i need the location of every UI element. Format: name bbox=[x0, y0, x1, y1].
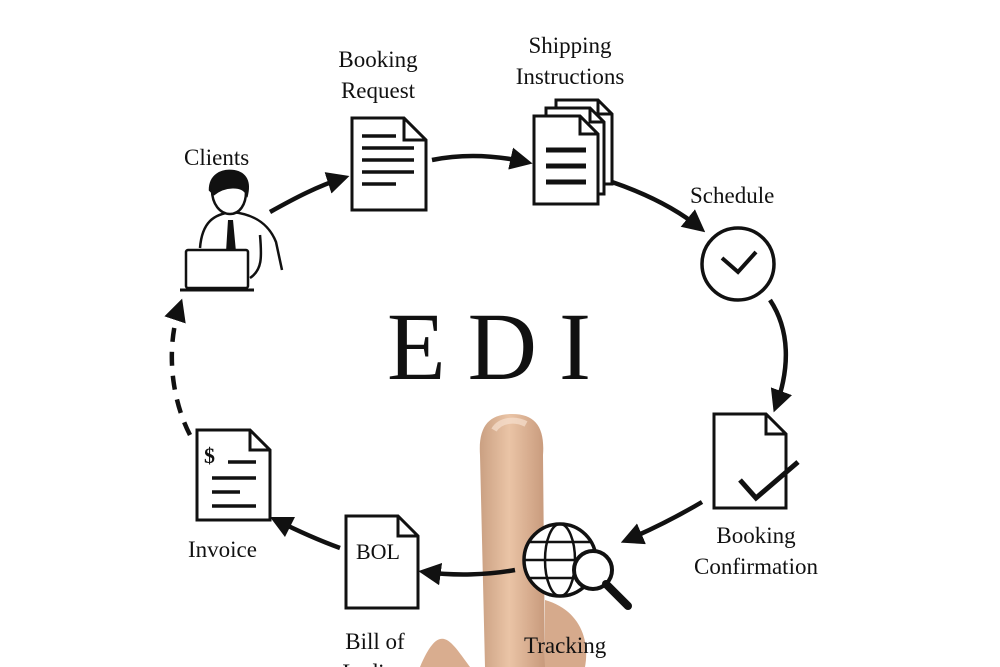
bill-of-lading-document-icon bbox=[344, 514, 420, 610]
tracking-globe-magnifier-icon bbox=[522, 522, 632, 610]
arrow-shipping-to-schedule bbox=[611, 179, 706, 233]
label-shipping-instructions: Shipping Instructions bbox=[498, 30, 642, 92]
label-booking-request-line2: Request bbox=[340, 78, 416, 103]
label-bill-of-lading-line1: Bill of bbox=[345, 629, 405, 654]
person-at-laptop-icon bbox=[180, 169, 284, 292]
flow-arrows bbox=[164, 147, 792, 586]
arrow-booking-request-to-shipping bbox=[431, 147, 533, 170]
arrow-schedule-to-booking-confirmation bbox=[768, 298, 792, 413]
label-booking-confirmation: Booking Confirmation bbox=[676, 520, 836, 582]
booking-confirmation-document-checkmark-icon bbox=[712, 412, 800, 510]
arrow-booking-confirmation-to-tracking bbox=[620, 500, 704, 545]
label-invoice: Invoice bbox=[188, 537, 257, 562]
pointing-finger-image bbox=[420, 414, 587, 667]
arrow-bill-of-lading-to-invoice bbox=[269, 516, 341, 551]
label-bill-of-lading: Bill of Lading bbox=[330, 626, 420, 667]
booking-request-document-icon bbox=[350, 116, 428, 212]
label-booking-request-line1: Booking bbox=[338, 47, 418, 72]
label-booking-confirmation-line2: Confirmation bbox=[694, 554, 818, 579]
label-tracking: Tracking bbox=[524, 633, 607, 658]
arrow-clients-to-booking-request bbox=[268, 172, 350, 214]
label-clients: Clients bbox=[184, 145, 250, 170]
arrow-tracking-to-bill-of-lading bbox=[418, 562, 516, 586]
center-title: EDI bbox=[387, 293, 613, 400]
label-shipping-instructions-line2: Instructions bbox=[515, 64, 625, 89]
bol-icon-text: BOL bbox=[356, 539, 400, 564]
invoice-icon-dollar: $ bbox=[204, 443, 215, 468]
label-schedule: Schedule bbox=[690, 183, 775, 208]
label-booking-request: Booking Request bbox=[328, 44, 428, 106]
clock-icon bbox=[700, 226, 776, 302]
label-bill-of-lading-line2: Lading bbox=[330, 657, 420, 667]
label-booking-confirmation-line1: Booking bbox=[716, 523, 796, 548]
label-shipping-instructions-line1: Shipping bbox=[528, 33, 612, 58]
shipping-instructions-document-stack-icon bbox=[532, 98, 614, 206]
invoice-document-icon bbox=[195, 428, 272, 522]
arrow-invoice-to-clients-dashed bbox=[164, 298, 193, 437]
